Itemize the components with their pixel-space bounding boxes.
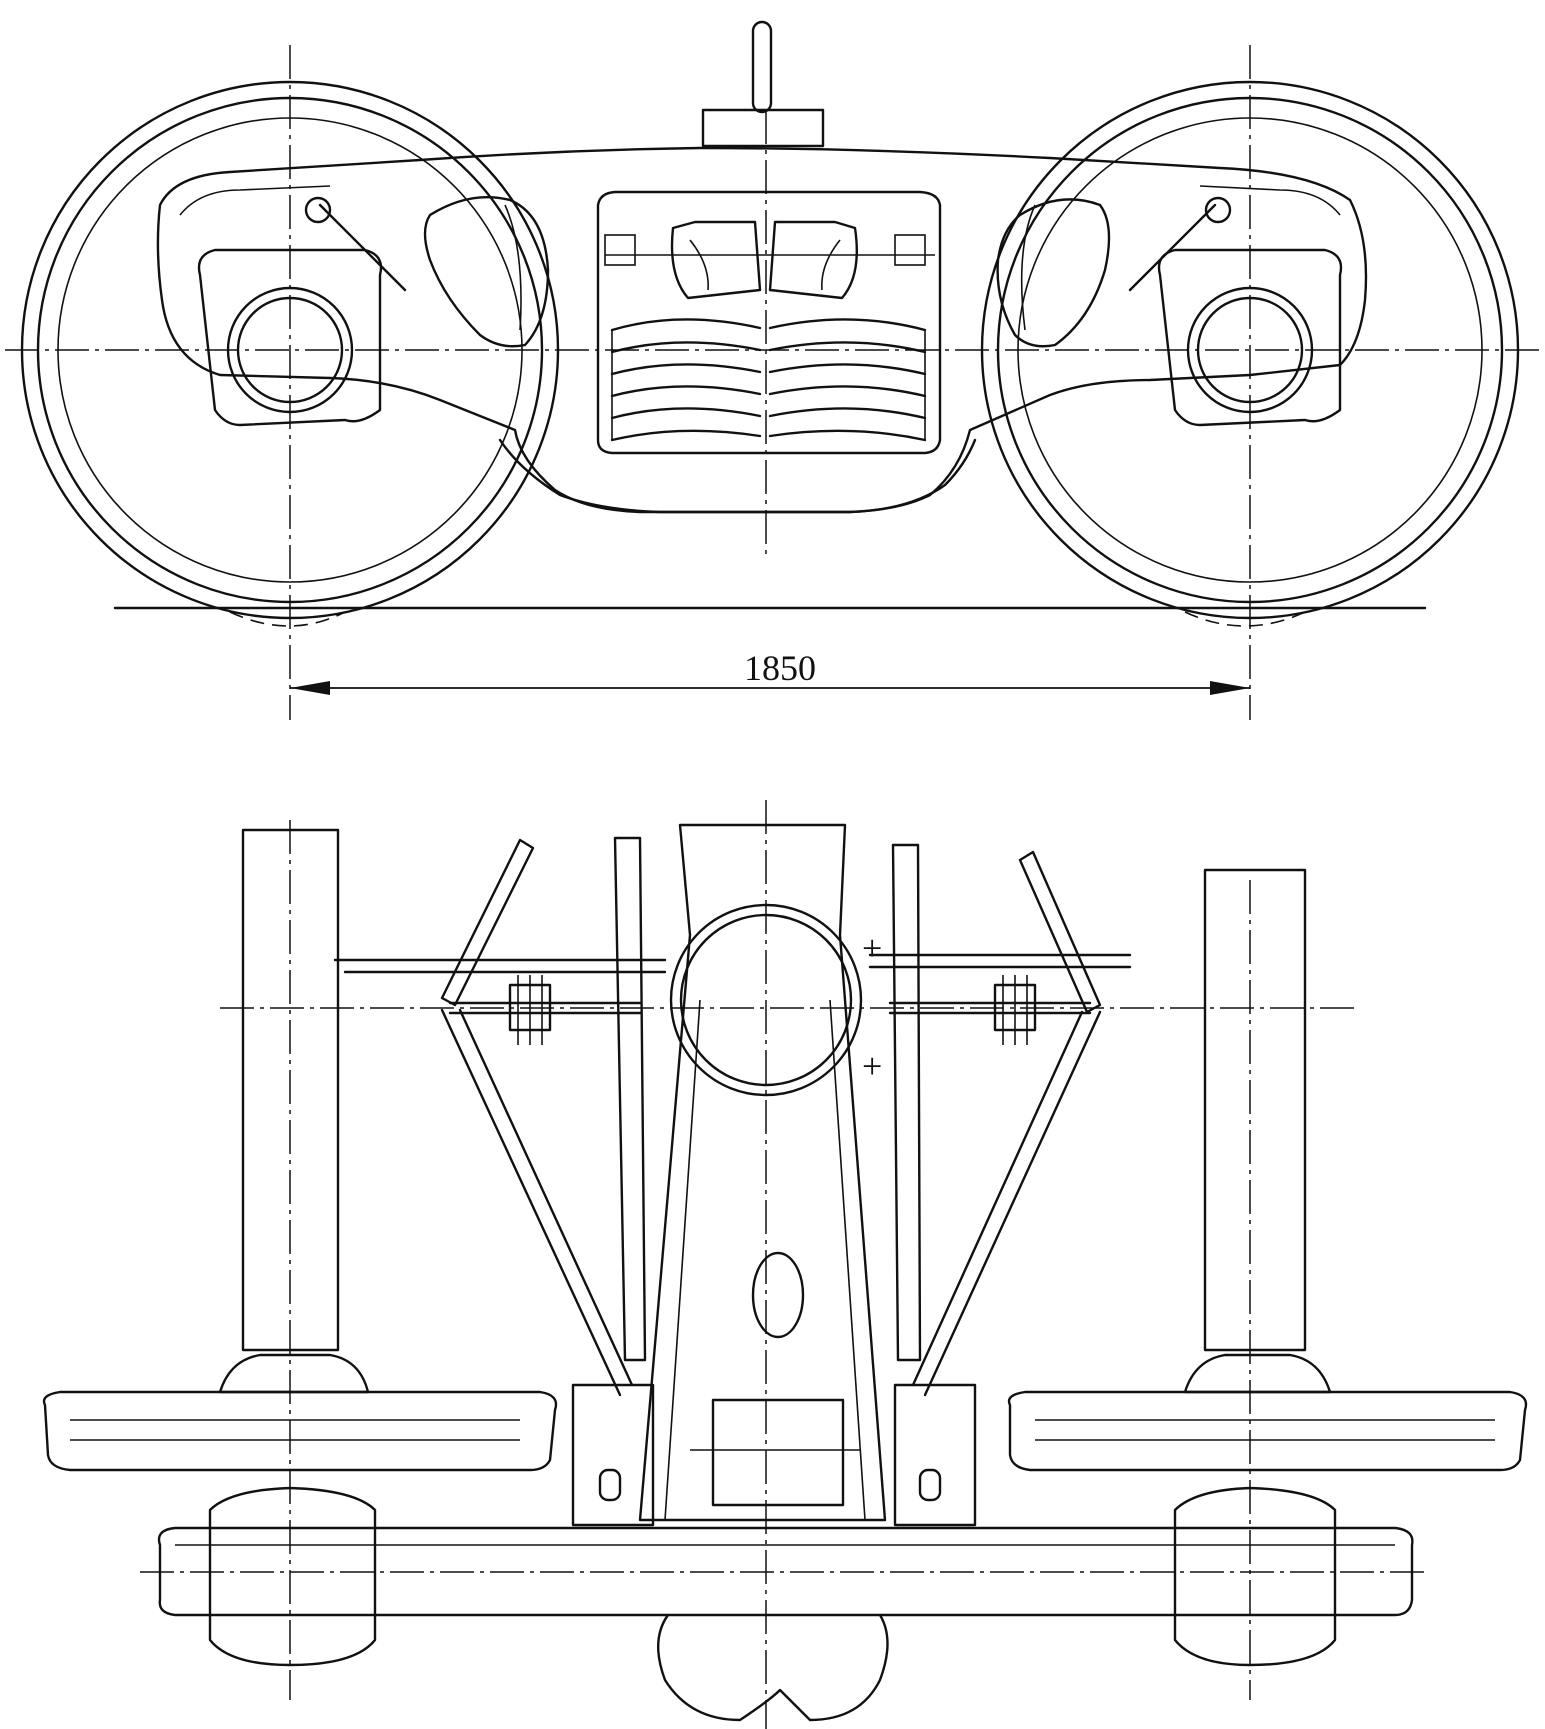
brake-beam-rods (333, 953, 1132, 1015)
spring-coils-left (610, 318, 762, 442)
journal-box-left-plan (208, 1486, 377, 1667)
left-window-opening (423, 195, 550, 348)
side-frame-plan (157, 1526, 1414, 1617)
plus-mark-top: + (862, 928, 882, 968)
friction-wedge-left (670, 220, 762, 300)
brake-lever-right (911, 850, 1102, 1397)
bolster-plan (638, 823, 887, 1522)
center-pin (751, 20, 773, 114)
brake-clevis-left (508, 975, 552, 1045)
bolster-belly (498, 438, 977, 514)
journal-box-right-plan (1173, 1486, 1337, 1667)
axle-spacing-dimension: 1850 (290, 648, 1250, 695)
bolster-bracket (711, 1398, 845, 1507)
left-wheel-hub (218, 1353, 370, 1394)
bolster-top-plate (701, 108, 825, 148)
friction-wedge-right (768, 220, 858, 300)
spring-coils-right (768, 318, 927, 442)
side-frame (156, 146, 1368, 514)
left-brake-hanger (318, 203, 407, 292)
bolster-hole (751, 1251, 805, 1339)
brake-clevis-right (993, 975, 1037, 1045)
right-wheel-hub (1183, 1353, 1332, 1394)
side-bearing-right (893, 1383, 977, 1527)
right-wheel-plan (1007, 1390, 1528, 1472)
right-brake-hanger (1128, 203, 1217, 292)
right-axle-shaft (1203, 868, 1307, 1352)
plan-view: + + (42, 800, 1528, 1729)
plus-mark-bottom: + (862, 1046, 882, 1086)
brake-hanger-left (613, 836, 647, 1362)
left-wheel-plan (42, 1390, 558, 1472)
bolster-end-lower (656, 1613, 889, 1722)
side-elevation-view: 1850 (5, 20, 1540, 720)
brake-lever-left (440, 838, 634, 1397)
axle-spacing-label: 1850 (744, 648, 816, 688)
side-bearing-left (571, 1383, 655, 1527)
spring-pocket (596, 190, 942, 455)
brake-hanger-right (891, 843, 922, 1362)
right-window-opening (996, 198, 1111, 348)
